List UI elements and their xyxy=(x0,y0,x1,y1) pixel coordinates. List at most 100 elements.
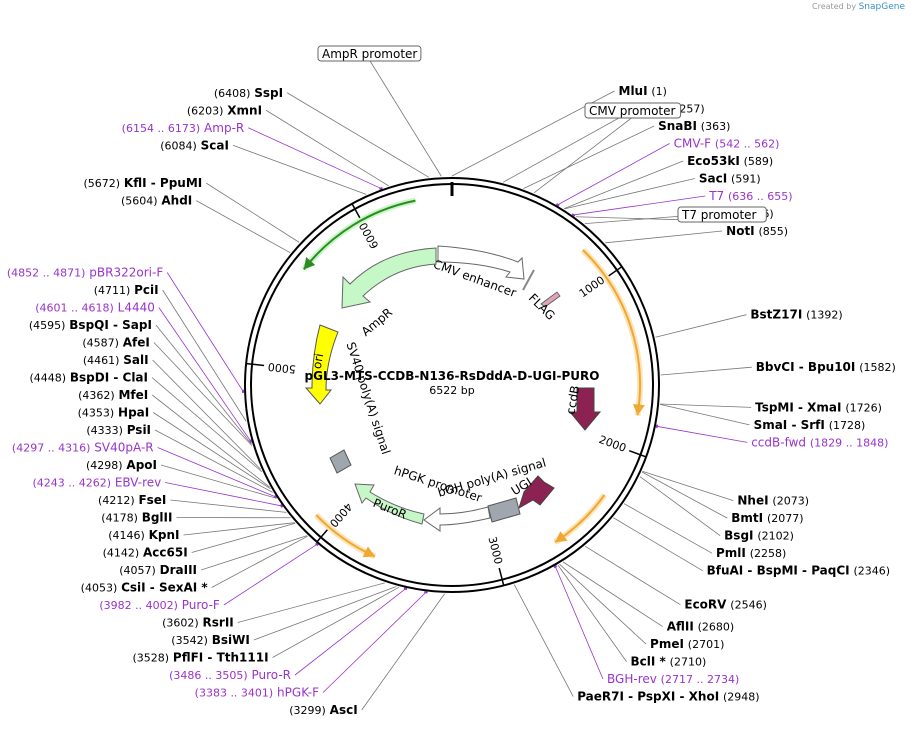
site-position: (542 .. 562) xyxy=(715,138,780,151)
ccdb-feature xyxy=(568,387,602,431)
site-name: BfuAI - BspMI - PaqCI xyxy=(707,564,850,578)
site-position: (4362) xyxy=(78,389,115,402)
leader-line xyxy=(641,471,728,519)
leader-line xyxy=(160,464,277,499)
primer-label: (3383 .. 3401) hPGK-F xyxy=(195,686,319,700)
enzyme-label: (4178) BglII xyxy=(101,511,172,525)
site-name: SmaI - SrfI xyxy=(754,418,825,432)
site-position: (1392) xyxy=(806,309,843,322)
enzyme-label: BfuAI - BspMI - PaqCI (2346) xyxy=(707,564,890,578)
leader-line xyxy=(196,200,291,254)
enzyme-label: (4142) Acc65I xyxy=(103,546,188,560)
site-position: (3542) xyxy=(171,634,208,647)
leader-line xyxy=(170,499,287,513)
enzyme-label: (6408) SspI xyxy=(214,86,283,100)
site-name: NheI xyxy=(737,494,768,508)
primer-label: (6154 .. 6173) Amp-R xyxy=(122,121,245,135)
primer-site-mark xyxy=(555,203,560,207)
tick-label: 5000 xyxy=(267,360,296,376)
site-position: (4057) xyxy=(119,564,156,577)
leader-line xyxy=(557,143,670,206)
primer-site-mark xyxy=(655,424,659,429)
site-position: (2710) xyxy=(670,656,707,669)
enzyme-label: PmlI (2258) xyxy=(716,546,786,560)
enzyme-label: (4212) FseI xyxy=(98,493,166,507)
tick-label: 2000 xyxy=(597,433,628,455)
site-position: (3602) xyxy=(162,617,199,630)
site-name: MfeI xyxy=(118,388,148,402)
site-name: BmtI xyxy=(731,511,763,525)
site-name: BGH-rev xyxy=(607,672,657,686)
primer-label: (4243 .. 4262) EBV-rev xyxy=(32,476,161,490)
site-position: (2346) xyxy=(853,565,890,578)
ccdb-orf-arrow xyxy=(582,249,641,416)
ampr-orf-arrow xyxy=(302,199,416,271)
tick-mark-3000 xyxy=(498,567,505,586)
enzyme-label: BsgI (2102) xyxy=(724,529,794,543)
outer-feature-arrows xyxy=(301,197,645,560)
leader-line xyxy=(573,195,706,216)
site-position: (3528) xyxy=(133,652,170,665)
site-position: (1) xyxy=(651,85,667,98)
site-name: ApoI xyxy=(126,458,157,472)
enzyme-label: (4298) ApoI xyxy=(86,458,157,472)
leader-line xyxy=(554,566,604,680)
credit-text: Created by xyxy=(812,2,857,11)
enzyme-label: SacI (591) xyxy=(699,172,761,186)
primer-site-mark xyxy=(403,587,408,591)
boxed-feature-frame xyxy=(677,206,767,223)
ori-feature xyxy=(304,324,339,405)
enzyme-label: BbvCI - Bpu10I (1582) xyxy=(756,360,896,374)
site-name: pBR322ori-F xyxy=(89,266,163,280)
leader-line xyxy=(584,545,681,606)
site-position: (2102) xyxy=(757,530,794,543)
bgh-polya-feature xyxy=(487,497,521,523)
enzyme-label: (4353) HpaI xyxy=(78,406,150,420)
site-name: NotI xyxy=(726,224,755,238)
site-position: (3383 .. 3401) xyxy=(195,687,274,700)
puror-feature xyxy=(354,483,425,525)
site-position: (4053) xyxy=(81,582,118,595)
site-position: (2717 .. 2734) xyxy=(661,673,740,686)
leader-line xyxy=(322,592,427,693)
site-position: (4461) xyxy=(83,354,120,367)
site-position: (2546) xyxy=(730,599,767,612)
primer-site-mark xyxy=(314,542,319,547)
site-position: (636 .. 655) xyxy=(728,190,793,203)
sv40-polya-label: SV40 poly(A) signal xyxy=(344,340,394,456)
site-position: (3299) xyxy=(289,704,326,717)
leader-line xyxy=(152,359,262,470)
site-name: SnaBI xyxy=(658,119,697,133)
leader-line xyxy=(642,470,734,502)
leader-line xyxy=(660,403,752,408)
flag-feature xyxy=(540,291,561,308)
leader-line xyxy=(623,503,713,554)
site-name: CMV-F xyxy=(674,137,712,151)
hpgk-promoter-feature xyxy=(423,506,491,532)
primer-site-mark xyxy=(379,186,383,190)
leader-line xyxy=(154,429,273,493)
enzyme-label: (4146) KpnI xyxy=(108,528,179,542)
site-position: (1829 .. 1848) xyxy=(810,436,889,449)
site-position: (4333) xyxy=(86,424,123,437)
leader-line xyxy=(211,535,308,588)
site-position: (589) xyxy=(744,155,774,168)
site-position: (3486 .. 3505) xyxy=(169,669,248,682)
site-name: RsrII xyxy=(203,616,234,630)
enzyme-label: (5604) AhdI xyxy=(121,194,192,208)
enzyme-label: Eco53kI (589) xyxy=(687,154,773,168)
site-position: (4142) xyxy=(103,547,140,560)
site-name: hPGK-F xyxy=(277,686,319,700)
leader-line xyxy=(613,517,703,572)
leader-line xyxy=(200,535,308,571)
site-position: (2680) xyxy=(698,621,735,634)
primer-label: (3982 .. 4002) Puro-F xyxy=(99,598,220,612)
ugi-feature xyxy=(518,475,555,510)
site-name: BsiWI xyxy=(212,633,250,647)
site-name: DraIII xyxy=(160,563,197,577)
site-position: (4852 .. 4871) xyxy=(7,267,86,280)
site-position: (4595) xyxy=(29,319,66,332)
leader-line xyxy=(191,522,296,553)
boxed-feature-frame xyxy=(317,45,422,62)
